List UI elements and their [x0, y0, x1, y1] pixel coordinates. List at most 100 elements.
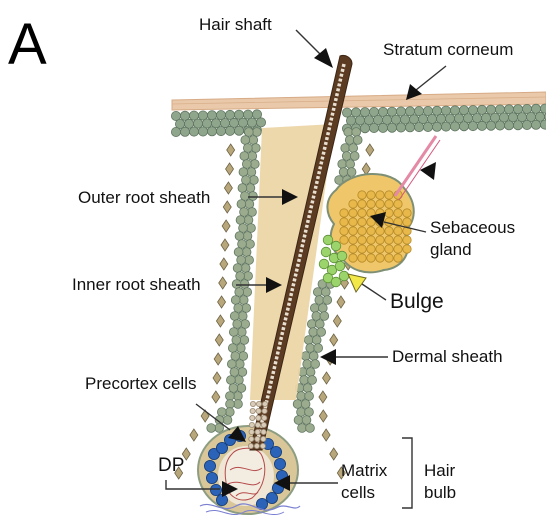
outer-root-sheath-cell: [249, 136, 258, 145]
outer-root-sheath-cell: [223, 416, 232, 425]
sebaceous-cell: [358, 227, 366, 235]
sebaceous-cell: [394, 245, 402, 253]
dermal-sheath-cell: [333, 315, 341, 327]
label-dermal-sheath: Dermal sheath: [392, 347, 503, 366]
outer-root-sheath-cell: [229, 384, 238, 393]
precortex-cell: [250, 415, 255, 420]
dermal-sheath-cell: [216, 315, 224, 327]
sebaceous-cell: [376, 227, 384, 235]
outer-root-sheath-cell: [339, 168, 348, 177]
sebaceous-cell: [385, 245, 393, 253]
outer-root-sheath-cell: [239, 352, 248, 361]
outer-root-sheath-cell: [233, 264, 242, 273]
epidermis-cell: [495, 121, 504, 130]
outer-root-sheath-cell: [350, 152, 359, 161]
outer-root-sheath-cell: [229, 328, 238, 337]
sebaceous-cell: [340, 218, 348, 226]
outer-root-sheath-cell: [252, 128, 261, 137]
precortex-cell: [261, 429, 266, 434]
outer-root-sheath-cell: [238, 368, 247, 377]
outer-root-sheath-cell: [305, 392, 314, 401]
outer-root-sheath-cell: [230, 368, 239, 377]
label-sebaceous-line1: Sebaceous: [430, 218, 515, 237]
outer-root-sheath-cell: [217, 408, 226, 417]
epidermis-cell: [378, 123, 387, 132]
outer-root-sheath-cell: [353, 136, 362, 145]
outer-root-sheath-cell: [225, 408, 234, 417]
outer-root-sheath-cell: [300, 376, 309, 385]
epidermis-cell: [450, 122, 459, 131]
outer-root-sheath-cell: [235, 288, 244, 297]
outer-root-sheath-cell: [228, 344, 237, 353]
outer-root-sheath-cell: [345, 136, 354, 145]
outer-root-sheath-cell: [315, 320, 324, 329]
outer-root-sheath-cell: [244, 128, 253, 137]
outer-root-sheath-cell: [227, 360, 236, 369]
outer-root-sheath-cell: [245, 200, 254, 209]
outer-root-sheath-cell: [312, 336, 321, 345]
dermal-sheath-cell: [337, 296, 345, 308]
precortex-cell: [250, 401, 255, 406]
outer-root-sheath-cell: [239, 168, 248, 177]
sebaceous-cell: [349, 245, 357, 253]
outer-root-sheath-cell: [317, 328, 326, 337]
outer-root-sheath-cell: [227, 376, 236, 385]
label-inner-root-sheath: Inner root sheath: [72, 275, 201, 294]
dermal-sheath-cell: [218, 296, 226, 308]
epidermis-cell: [459, 122, 468, 131]
epidermis-cell: [441, 122, 450, 131]
outer-root-sheath-cell: [235, 376, 244, 385]
outer-root-sheath-cell: [234, 392, 243, 401]
sebaceous-cell: [385, 254, 393, 262]
sebaceous-cell: [385, 191, 393, 199]
sebaceous-cell: [403, 236, 411, 244]
bulge-cell: [321, 247, 331, 257]
sebaceous-cell: [376, 191, 384, 199]
epidermis-cell: [396, 123, 405, 132]
outer-root-sheath-cell: [226, 400, 235, 409]
label-hair-bulb-line2: bulb: [424, 483, 456, 502]
outer-root-sheath-cell: [309, 328, 318, 337]
precortex-cell: [249, 422, 254, 427]
outer-root-sheath-cell: [235, 360, 244, 369]
outer-root-sheath-cell: [301, 400, 310, 409]
label-matrix-line1: Matrix: [341, 461, 388, 480]
outer-root-sheath-cell: [302, 416, 311, 425]
outer-root-sheath-cell: [303, 360, 312, 369]
arector-pili-arrow-icon: [420, 162, 436, 180]
sebaceous-cell: [403, 218, 411, 226]
outer-root-sheath-cell: [232, 336, 241, 345]
sebaceous-cell: [349, 218, 357, 226]
outer-root-sheath-cell: [234, 304, 243, 313]
epidermis-cell: [423, 122, 432, 131]
outer-root-sheath-cell: [306, 368, 315, 377]
dermal-sheath-cell: [214, 353, 222, 365]
dermal-sheath-cell: [322, 429, 330, 441]
sebaceous-cell: [394, 209, 402, 217]
sebaceous-cell: [349, 236, 357, 244]
outer-root-sheath-cell: [315, 296, 324, 305]
epidermis-cell: [171, 127, 180, 136]
outer-root-sheath-cell: [236, 216, 245, 225]
dermal-sheath-cell: [330, 334, 338, 346]
dermal-sheath-cell: [220, 258, 228, 270]
precortex-cell: [256, 408, 261, 413]
epidermis-cell: [225, 126, 234, 135]
outer-root-sheath-cell: [240, 152, 249, 161]
sebaceous-cell: [376, 245, 384, 253]
outer-root-sheath-cell: [236, 272, 245, 281]
precortex-cell: [261, 422, 266, 427]
outer-root-sheath-cell: [240, 336, 249, 345]
outer-root-sheath-cell: [349, 144, 358, 153]
precortex-cell: [260, 443, 265, 448]
sebaceous-cell: [376, 254, 384, 262]
dermal-sheath-cell: [213, 372, 221, 384]
outer-root-sheath-cell: [341, 144, 350, 153]
hair-bulb-bracket: [402, 438, 412, 508]
outer-root-sheath-cell: [338, 160, 347, 169]
epidermis-cell: [531, 120, 540, 129]
outer-root-sheath-cell: [313, 288, 322, 297]
precortex-cell: [256, 401, 261, 406]
outer-root-sheath-cell: [321, 288, 330, 297]
